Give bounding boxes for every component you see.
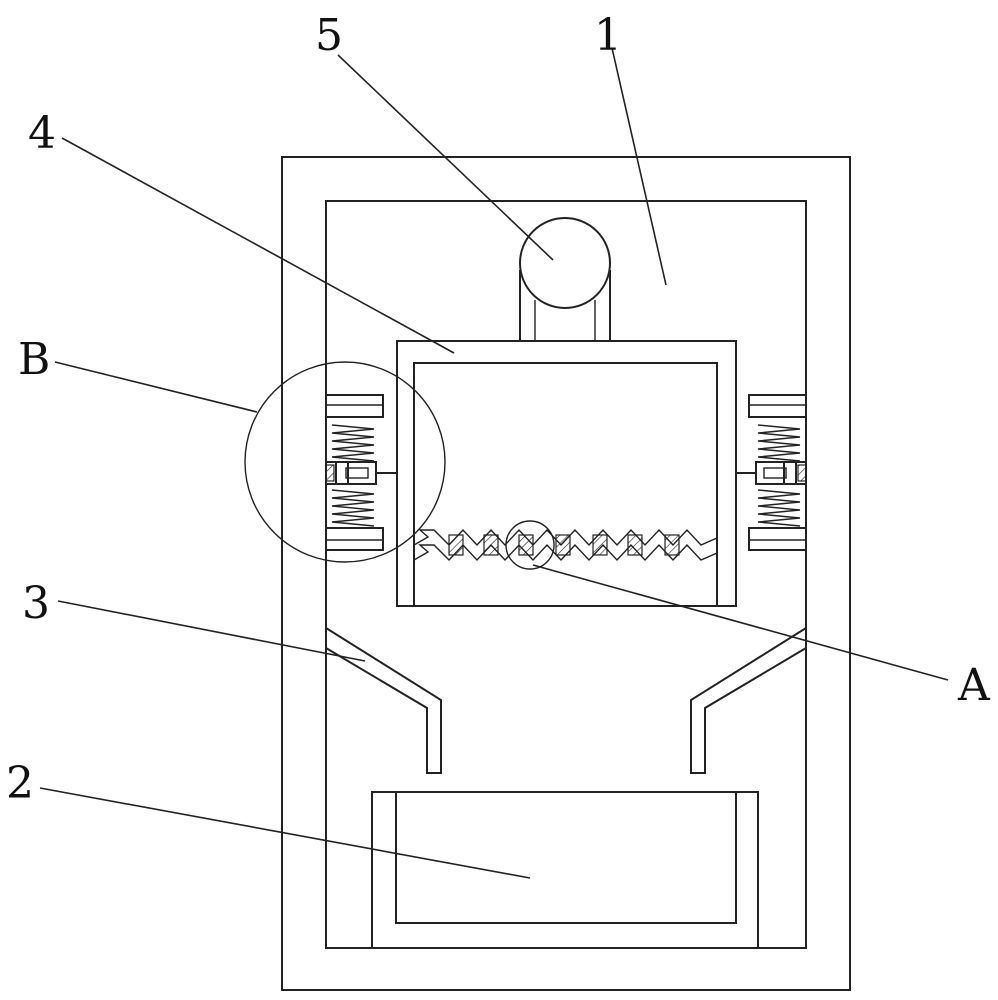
label-part-4: 4: [28, 108, 56, 159]
left-guide-chute: [325, 627, 442, 774]
label-part-5: 5: [315, 10, 343, 61]
leader-line-a: [532, 564, 949, 681]
label-detail-a: A: [958, 660, 990, 711]
leader-line-b: [54, 361, 258, 413]
label-part-1: 1: [594, 10, 622, 61]
left-spring-damper: [325, 394, 397, 551]
label-part-2: 2: [6, 758, 34, 809]
collection-tray: [371, 791, 759, 949]
leader-line-2: [39, 787, 531, 879]
leader-line-5: [337, 54, 554, 261]
motor: [519, 217, 611, 341]
detail-b-circle: [244, 361, 446, 563]
label-detail-b: B: [18, 334, 51, 385]
label-part-3: 3: [22, 578, 50, 629]
right-spring-damper: [736, 394, 807, 551]
sieve-box: [396, 340, 737, 607]
right-guide-chute: [690, 627, 807, 774]
leader-line-4: [61, 137, 455, 354]
outer-housing: [281, 156, 851, 991]
leader-line-1: [611, 47, 667, 286]
leader-line-3: [57, 600, 366, 662]
zigzag-screen: [413, 520, 718, 570]
